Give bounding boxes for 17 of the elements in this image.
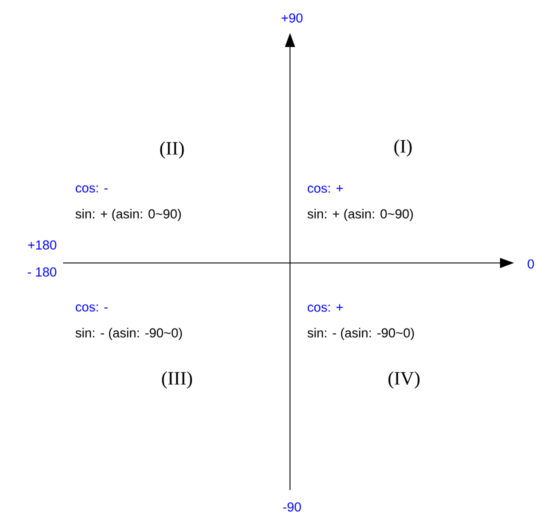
axis-value: -90	[283, 502, 301, 512]
quadrant-label: (I)	[394, 139, 412, 157]
sign-text: cos: -	[76, 185, 108, 193]
quadrant-label: (III)	[162, 371, 192, 389]
axis-value: - 180	[28, 267, 56, 277]
sign-text: cos: -	[76, 304, 108, 312]
quadrant-label: (IV)	[388, 371, 420, 389]
sign-text: cos: +	[308, 304, 343, 312]
sign-text: sin: - (asin: -90~0)	[76, 328, 182, 340]
axis-value: +90	[282, 13, 303, 23]
sign-text: sin: - (asin: -90~0)	[308, 328, 414, 340]
axis-value: 0	[528, 259, 534, 269]
sign-text: sin: + (asin: 0~90)	[76, 208, 181, 222]
sign-text: sin: + (asin: 0~90)	[308, 208, 413, 222]
sign-text: cos: +	[308, 185, 343, 193]
quadrant-label: (II)	[160, 141, 184, 159]
axis-value: +180	[28, 240, 56, 250]
